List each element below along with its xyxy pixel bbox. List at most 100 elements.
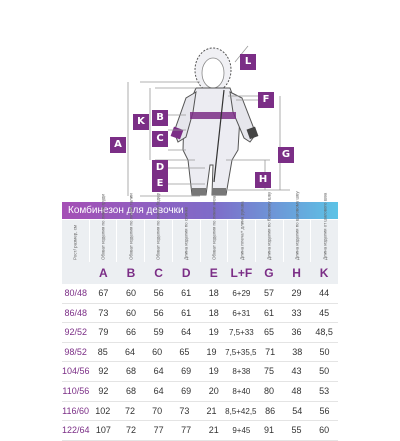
size-cell: 80/48 [64,288,88,298]
size-cell: 104/56 [62,366,90,377]
value-cell: 72 [125,425,136,436]
value-cell: 56 [153,288,164,298]
header-cell: Длина изделия от шагового шва [322,192,328,260]
value-cell: 92 [98,385,109,396]
value-cell: 68 [125,366,136,377]
value-cell: 86 [265,405,276,416]
value-cell: 55 [291,425,302,436]
value-cell: 77 [153,425,164,436]
value-cell: 69 [181,385,192,396]
jumpsuit-sketch [127,45,290,197]
value-cell: 8,5+42,5 [225,406,257,416]
table-title: Комбинезон для девочки [62,202,338,219]
value-cell: 43 [291,366,302,377]
value-cell: 7,5+35,5 [225,347,257,357]
size-cell: 92/52 [64,327,88,338]
value-cell: 60 [125,307,136,318]
value-cell: 33 [291,307,302,318]
header-row: Рост/ размер, см Обхват изделия по линии… [62,191,338,262]
value-cell: 64 [153,366,164,377]
value-cell: 36 [291,327,302,338]
measure-badge-d: D [152,160,168,176]
letter-cell: K [319,266,329,280]
value-cell: 79 [98,327,109,338]
value-cell: 65 [263,327,274,338]
value-cell: 71 [265,346,276,357]
value-cell: 61 [181,288,192,298]
value-cell: 92 [98,366,109,377]
header-cell: Рост/ размер, см [62,220,90,262]
measure-badge-f: F [258,92,274,108]
letter-cell [62,262,90,284]
value-cell: 18 [208,288,219,298]
header-cell: Обхват изделия по линии низа [201,196,229,262]
measure-badge-a: A [110,137,126,153]
value-cell: 61 [263,307,274,318]
size-cell: 116/60 [62,405,90,416]
header-cell: Длина изделия по шаговому шву [284,191,312,262]
value-cell: 60 [152,346,163,357]
value-cell: 6+31 [232,308,251,318]
measure-badge-g: G [278,147,294,163]
value-cell: 38 [292,346,303,357]
letter-cell: C [154,266,163,280]
value-cell: 50 [319,346,330,357]
value-cell: 19 [206,346,217,357]
value-cell: 91 [263,425,274,436]
header-cell: Длина изделия по спинке [173,207,201,262]
value-cell: 53 [319,385,330,396]
value-cell: 77 [181,425,192,436]
value-cell: 73 [98,307,109,318]
value-cell: 85 [97,346,108,357]
size-cell: 98/52 [64,346,87,357]
value-cell: 8+40 [232,386,251,396]
letter-cell: E [209,266,218,280]
measure-letters-row: A B C D E L+F G H K [62,262,338,284]
value-cell: 7,5+33 [229,328,254,338]
value-cell: 19 [208,327,219,338]
letter-cell: A [99,266,108,280]
value-cell: 44 [319,288,330,298]
value-cell: 20 [208,385,219,396]
header-cell: Длина плеча+ длина рукава [228,201,256,262]
header-cell: Обхват изделия по линии груди [90,194,118,262]
size-cell: 86/48 [64,307,88,318]
value-cell: 68 [125,385,136,396]
value-cell: 64 [124,346,135,357]
measure-badge-k: K [133,114,149,130]
value-cell: 59 [153,327,164,338]
size-cell: 122/64 [62,425,90,436]
value-cell: 8+38 [232,367,251,377]
value-cell: 18 [208,307,219,318]
value-cell: 50 [319,366,330,377]
letter-cell: L+F [230,266,253,280]
value-cell: 45 [319,307,330,318]
value-cell: 64 [181,327,192,338]
value-cell: 64 [153,385,164,396]
measure-badge-l: L [240,54,256,70]
letter-cell: G [264,266,274,280]
value-cell: 67 [98,288,109,298]
value-cell: 107 [95,425,111,436]
measure-badge-e: E [152,176,168,192]
header-cell: Обхват изделия по линии талии [117,193,146,262]
value-cell: 9+45 [232,426,251,436]
measure-badge-c: C [152,131,168,147]
value-cell: 57 [263,288,274,298]
value-cell: 69 [181,366,192,377]
letter-cell: H [292,266,301,280]
measure-badge-b: B [152,110,168,126]
size-cell: 110/56 [62,385,90,396]
value-cell: 48,5 [315,327,333,338]
value-cell: 6+29 [232,289,251,298]
measure-badge-h: H [255,172,271,188]
measurement-diagram: A B C D E F G H K L [0,0,400,200]
value-cell: 102 [95,405,111,416]
